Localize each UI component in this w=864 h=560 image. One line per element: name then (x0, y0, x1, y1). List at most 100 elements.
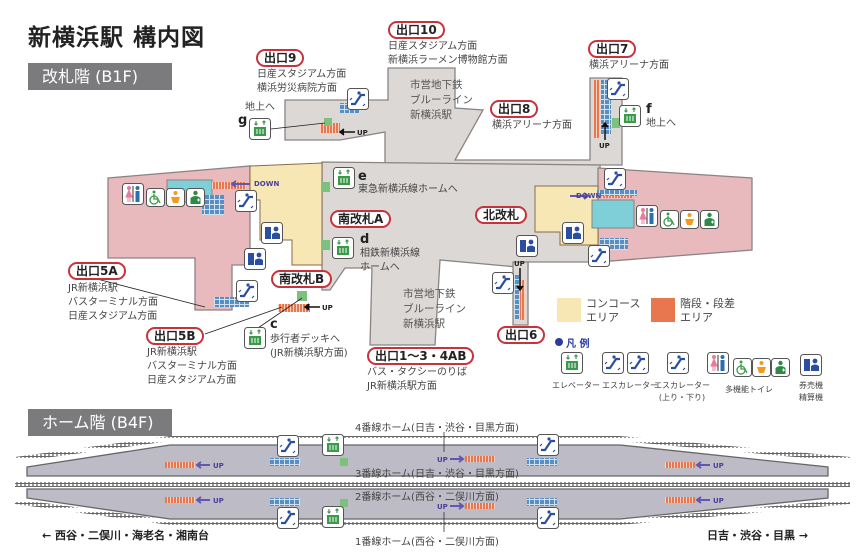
elevator-d-desc: 相鉄新横浜線ホームへ (360, 248, 420, 273)
ticket-machine-icon (261, 222, 283, 244)
legend-escalator-down-icon (626, 351, 650, 375)
elevator-g-desc: 地上へ (245, 102, 275, 113)
multipurpose-toilet-icon (122, 183, 144, 205)
stairs (520, 280, 525, 320)
platform-3-label: 3番線ホーム(日吉・渋谷・目黒方面) (355, 469, 519, 480)
wheelchair-icon (145, 187, 166, 208)
exit-9-label: 出口9 (256, 49, 305, 67)
exit-9-desc: 日産スタジアム方面横浜労災病院方面 (257, 69, 347, 94)
legend-toilet-icon (707, 352, 729, 374)
legend-elevator-icon (560, 351, 584, 375)
legend-bullet (555, 338, 563, 346)
gate-south-a: 南改札A (330, 210, 392, 228)
legend-baby-icon (752, 358, 771, 377)
escalator-icon (606, 77, 630, 101)
elevator-f-letter: f (646, 102, 652, 117)
legend-elevator-label: エレベーター (552, 381, 600, 390)
leader-lines (96, 122, 326, 335)
subway-label-north: 市営地下鉄ブルーライン新横浜駅 (410, 79, 473, 121)
elevator-c-letter: c (270, 317, 278, 332)
up-label: UP (514, 260, 525, 268)
direction-left: ← 西谷・二俣川・海老名・湘南台 (42, 529, 210, 542)
exit-5b-label: 出口5B (146, 327, 204, 345)
wheelchair-icon (659, 209, 680, 230)
platform-escalators (165, 456, 695, 509)
elevator-shaft (322, 182, 330, 192)
concourse-legend-label: コンコースエリア (586, 297, 641, 324)
up-label: UP (437, 503, 448, 511)
floor-badge-b4f: ホーム階 (B4F) (28, 409, 172, 436)
elevator-e-letter: e (358, 169, 367, 184)
legend-escalator-up-icon (601, 351, 625, 375)
exit-5b-desc: JR新横浜駅バスターミナル方面日産スタジアム方面 (147, 347, 237, 386)
platform-2-label: 2番線ホーム(西谷・二俣川方面) (355, 492, 499, 503)
elevator-shaft (297, 291, 307, 301)
down-label: DOWN (254, 180, 280, 188)
stairs (278, 304, 310, 312)
baby-care-icon (166, 188, 185, 207)
elevator-icon (243, 326, 267, 350)
toilet-room-right (591, 199, 635, 229)
elevator-d-letter: d (360, 232, 370, 247)
escalator-steps (514, 275, 519, 320)
ostomate-icon (700, 210, 719, 229)
down-arrows (230, 180, 590, 200)
exit-7-desc: 横浜アリーナ方面 (589, 60, 669, 71)
stairs-swatch (651, 298, 675, 322)
up-label: UP (357, 129, 368, 137)
escalator-steps (601, 80, 611, 135)
escalator-icon (346, 87, 370, 111)
exit-8-label: 出口8 (490, 100, 539, 118)
platform-4-label: 4番線ホーム(日吉・渋谷・目黒方面) (355, 423, 519, 434)
platform-1-2 (26, 488, 829, 520)
floor-badge-b1f: 改札階 (B1F) (28, 63, 172, 90)
elevator-icon (332, 166, 356, 190)
platform-escalator-icon (536, 506, 560, 530)
escalator-icon (234, 189, 258, 213)
stairs (212, 182, 246, 189)
legend-ostomate-icon (771, 358, 790, 377)
exit-5a-label: 出口5A (68, 262, 126, 280)
stairs-legend-label: 階段・段差エリア (680, 297, 735, 324)
ticket-machine-icon (244, 248, 266, 270)
arrows (303, 121, 609, 311)
escalator-steps (214, 297, 249, 307)
exit-7-label: 出口7 (588, 40, 637, 58)
exit-5a-desc: JR新横浜駅バスターミナル方面日産スタジアム方面 (68, 283, 158, 322)
down-label: DOWN (576, 192, 602, 200)
concourse-swatch (557, 298, 581, 322)
up-label: UP (599, 142, 610, 150)
legend-ticket-machine-icon (800, 354, 822, 376)
legend-escalator-both-icon (666, 351, 690, 375)
exit-6-label: 出口6 (497, 326, 546, 344)
exit-10-label: 出口10 (388, 21, 445, 39)
platform-escalator-icon (276, 506, 300, 530)
platform-elevator-icon (321, 505, 345, 529)
ostomate-icon (186, 188, 205, 207)
exit-1-4ab-label: 出口1〜3・4AB (367, 347, 475, 365)
escalator-icon (603, 167, 627, 191)
escalator-icon (235, 279, 259, 303)
escalator-icon (491, 271, 515, 295)
platform-elevator-icon (321, 433, 345, 457)
subway-label-south: 市営地下鉄ブルーライン新横浜駅 (403, 288, 466, 330)
up-label: UP (213, 462, 224, 470)
exit-10-desc: 日産スタジアム方面新横浜ラーメン博物館方面 (388, 41, 508, 66)
up-label: UP (322, 304, 333, 312)
legend-wheelchair-icon (732, 357, 753, 378)
escalator-icon (587, 244, 611, 268)
up-label: UP (437, 456, 448, 464)
elevator-icon (618, 104, 642, 128)
gate-north: 北改札 (475, 206, 528, 224)
elevator-icon (248, 117, 272, 141)
gate-south-b: 南改札B (271, 270, 333, 288)
elevator-shaft (612, 118, 620, 128)
legend-title: 凡 例 (566, 339, 590, 350)
legend-escalator-label: エスカレーター (602, 381, 658, 390)
direction-right: 日吉・渋谷・目黒 → (707, 529, 809, 542)
elevator-c-desc: 歩行者デッキへ(JR新横浜駅方面) (270, 334, 348, 359)
elevator-g-letter: g (238, 113, 248, 128)
ticket-machine-icon (562, 222, 584, 244)
elevator-shaft (324, 118, 332, 126)
